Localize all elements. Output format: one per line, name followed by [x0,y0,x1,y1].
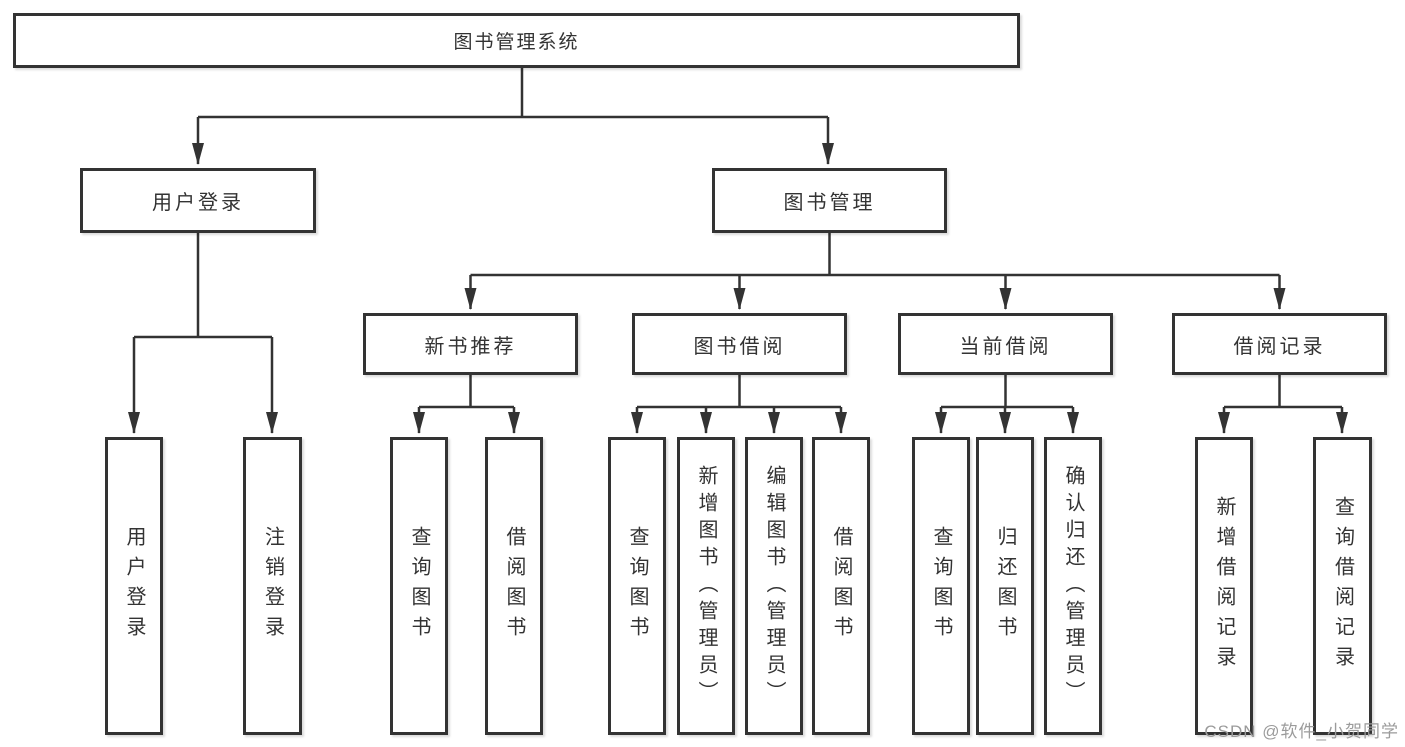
leaf-bb-query-books: 查询图书 [608,437,666,735]
node-new-book-recommend-label: 新书推荐 [424,335,517,358]
node-root-label: 图书管理系统 [453,32,580,53]
leaf-logout: 注销登录 [243,437,302,735]
leaf-cb-return-books-label: 归还图书 [994,526,1016,646]
node-new-book-recommend: 新书推荐 [363,313,578,375]
leaf-nb-borrow-books-label: 借阅图书 [503,526,525,646]
connector-spine [419,375,514,409]
leaf-user-login: 用户登录 [105,437,163,735]
leaf-cb-confirm-return-admin: 确认归还（管理员） [1044,437,1102,735]
connector-book-mgmt-children [464,233,1286,310]
connector-current-borrow-children [935,375,1079,434]
connector-borrow-records-children [1218,375,1348,434]
node-book-borrow: 图书借阅 [632,313,847,375]
leaf-cb-return-books: 归还图书 [976,437,1034,735]
node-book-management-label: 图书管理 [783,192,876,214]
node-current-borrow: 当前借阅 [898,313,1113,375]
leaf-br-query-record-label: 查询借阅记录 [1331,496,1354,676]
node-book-management: 图书管理 [712,168,947,233]
connector-spine [134,233,272,339]
node-root: 图书管理系统 [13,13,1020,68]
watermark: CSDN @软件_小贺同学 [1204,722,1399,741]
node-book-borrow-label: 图书借阅 [693,335,786,358]
leaf-bb-add-books-admin: 新增图书（管理员） [677,437,735,735]
node-borrow-records: 借阅记录 [1172,313,1387,375]
connector-spine [941,375,1073,409]
leaf-user-login-label: 用户登录 [123,526,145,646]
node-user-login: 用户登录 [80,168,316,233]
connector-spine [1224,375,1342,409]
leaf-br-add-record-label: 新增借阅记录 [1213,496,1235,676]
leaf-bb-query-books-label: 查询图书 [626,526,648,646]
leaf-br-add-record: 新增借阅记录 [1195,437,1253,735]
node-user-login-label: 用户登录 [152,192,244,214]
leaf-cb-confirm-return-admin-label: 确认归还（管理员） [1062,464,1084,708]
leaf-logout-label: 注销登录 [261,526,284,646]
connector-spine [637,375,841,409]
leaf-cb-query-books-label: 查询图书 [930,526,952,646]
connector-book-borrow-children [631,375,847,434]
leaf-bb-borrow-books: 借阅图书 [812,437,870,735]
leaf-nb-query-books-label: 查询图书 [408,526,430,646]
connector-new-book-children [413,375,520,434]
connector-root-to-level2 [192,68,834,165]
leaf-bb-add-books-admin-label: 新增图书（管理员） [695,464,717,708]
connector-spine [470,233,1280,277]
connector-user-login-children [128,233,278,434]
leaf-bb-borrow-books-label: 借阅图书 [830,526,852,646]
leaf-nb-query-books: 查询图书 [390,437,448,735]
leaf-nb-borrow-books: 借阅图书 [485,437,543,735]
leaf-cb-query-books: 查询图书 [912,437,970,735]
connector-spine [198,68,828,119]
node-current-borrow-label: 当前借阅 [959,335,1052,358]
leaf-bb-edit-books-admin-label: 编辑图书（管理员） [763,464,785,708]
leaf-br-query-record: 查询借阅记录 [1313,437,1372,735]
node-borrow-records-label: 借阅记录 [1233,335,1326,358]
leaf-bb-edit-books-admin: 编辑图书（管理员） [745,437,803,735]
